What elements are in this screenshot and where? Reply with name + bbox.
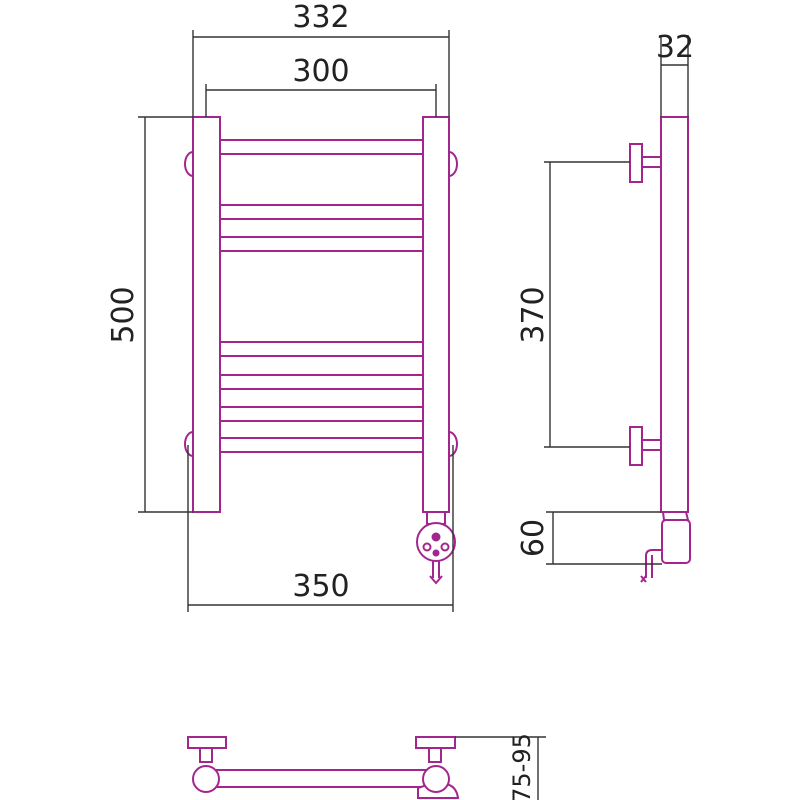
heater-element — [416, 511, 456, 585]
rail — [215, 406, 428, 422]
dim-label: 60 — [516, 519, 551, 557]
rail — [215, 204, 428, 220]
dim-heater-height: 60 — [516, 511, 662, 565]
dim-label: 370 — [516, 286, 551, 343]
wall-mount-bumps — [184, 150, 458, 458]
side-view: 32 370 60 — [516, 30, 694, 583]
dim-mount-spacing: 370 — [516, 161, 630, 448]
dim-rail-length: 300 — [205, 54, 437, 117]
right-post — [422, 116, 450, 513]
rail — [215, 139, 428, 155]
dim-height: 500 — [106, 116, 193, 513]
top-view: 75-95 — [187, 733, 546, 800]
dim-label: 332 — [292, 0, 349, 35]
bracket-bottom — [629, 426, 662, 466]
rail — [215, 236, 428, 252]
rail — [215, 437, 428, 453]
dim-label: 300 — [292, 54, 349, 89]
front-view: 332 300 500 350 — [106, 0, 458, 612]
dim-label: 75-95 — [508, 733, 536, 800]
rail — [215, 341, 428, 357]
left-post — [192, 116, 221, 513]
dim-overall-width: 332 — [192, 0, 450, 117]
top-rail — [204, 769, 437, 788]
dim-wall-distance: 75-95 — [455, 733, 546, 800]
rails — [215, 139, 428, 453]
dim-label: 350 — [292, 569, 349, 604]
dim-label: 500 — [106, 286, 141, 343]
dim-pipe-depth: 32 — [656, 30, 694, 117]
dim-mount-width: 350 — [187, 445, 454, 612]
bracket-top — [629, 143, 662, 183]
side-heater — [640, 511, 691, 583]
rail — [215, 374, 428, 390]
side-pipe — [660, 116, 689, 513]
dim-label: 32 — [656, 30, 694, 65]
